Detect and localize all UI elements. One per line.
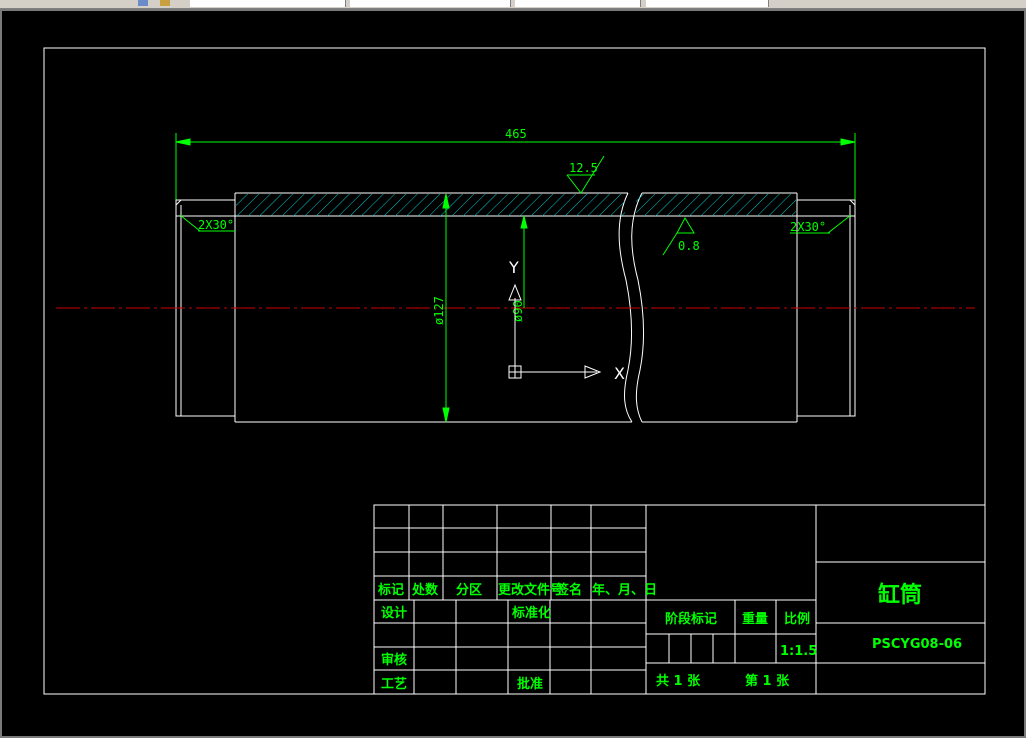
diameter-dimension — [442, 193, 450, 423]
row-approve: 批准 — [517, 676, 543, 692]
viewport-frame — [0, 9, 1026, 738]
lineweight-dropdown[interactable] — [646, 0, 769, 7]
roughness-symbol-top — [566, 155, 605, 194]
ucs-icon — [508, 283, 602, 379]
chamfer-right-label: 2X30° — [790, 220, 826, 234]
scale-value: 1:1.5 — [780, 644, 817, 659]
toolbar-icon[interactable] — [160, 0, 170, 6]
row-standardize: 标准化 — [511, 605, 551, 621]
scale-label: 比例 — [784, 611, 810, 627]
chamfer-leader-left — [179, 214, 201, 232]
overall-length-label: 465 — [505, 127, 527, 141]
chamfer-left-label: 2X30° — [198, 218, 234, 232]
row-review: 审核 — [381, 652, 407, 668]
diameter-label: ø127 — [432, 296, 446, 325]
title-block-grid — [373, 504, 986, 695]
drawing-number: PSCYG08-06 — [872, 637, 962, 652]
sheet-number: 第 1 张 — [745, 673, 790, 689]
chamfer-leader-right — [827, 214, 852, 234]
header-zone: 分区 — [456, 582, 482, 598]
header-mark: 标记 — [377, 582, 404, 598]
roughness-symbol-inner — [662, 216, 695, 256]
wall-section-hatch-right — [636, 194, 796, 216]
toolbar-icon[interactable] — [138, 0, 148, 6]
total-sheets: 共 1 张 — [656, 673, 701, 689]
layer-dropdown[interactable] — [190, 0, 346, 7]
ucs-x-label: X — [614, 364, 625, 383]
bore-label: ø90 — [511, 300, 525, 322]
part-name: 缸筒 — [878, 582, 922, 608]
roughness-top-label: 12.5 — [569, 161, 598, 175]
row-process: 工艺 — [381, 676, 407, 692]
header-signature: 签名 — [555, 582, 582, 598]
row-design: 设计 — [381, 605, 407, 621]
overall-length-dimension — [175, 133, 856, 200]
stage-mark-label: 阶段标记 — [665, 611, 717, 627]
header-date: 年、月、日 — [592, 582, 657, 598]
bore-dimension — [520, 215, 528, 308]
cad-toolbar-strip — [0, 0, 1026, 9]
header-change-doc: 更改文件号 — [498, 582, 563, 598]
header-count: 处数 — [411, 582, 439, 598]
weight-label: 重量 — [742, 611, 768, 627]
color-dropdown[interactable] — [350, 0, 511, 7]
wall-section-hatch — [236, 194, 625, 216]
roughness-inner-label: 0.8 — [678, 239, 700, 253]
ucs-y-label: Y — [508, 258, 519, 277]
linetype-dropdown[interactable] — [515, 0, 641, 7]
